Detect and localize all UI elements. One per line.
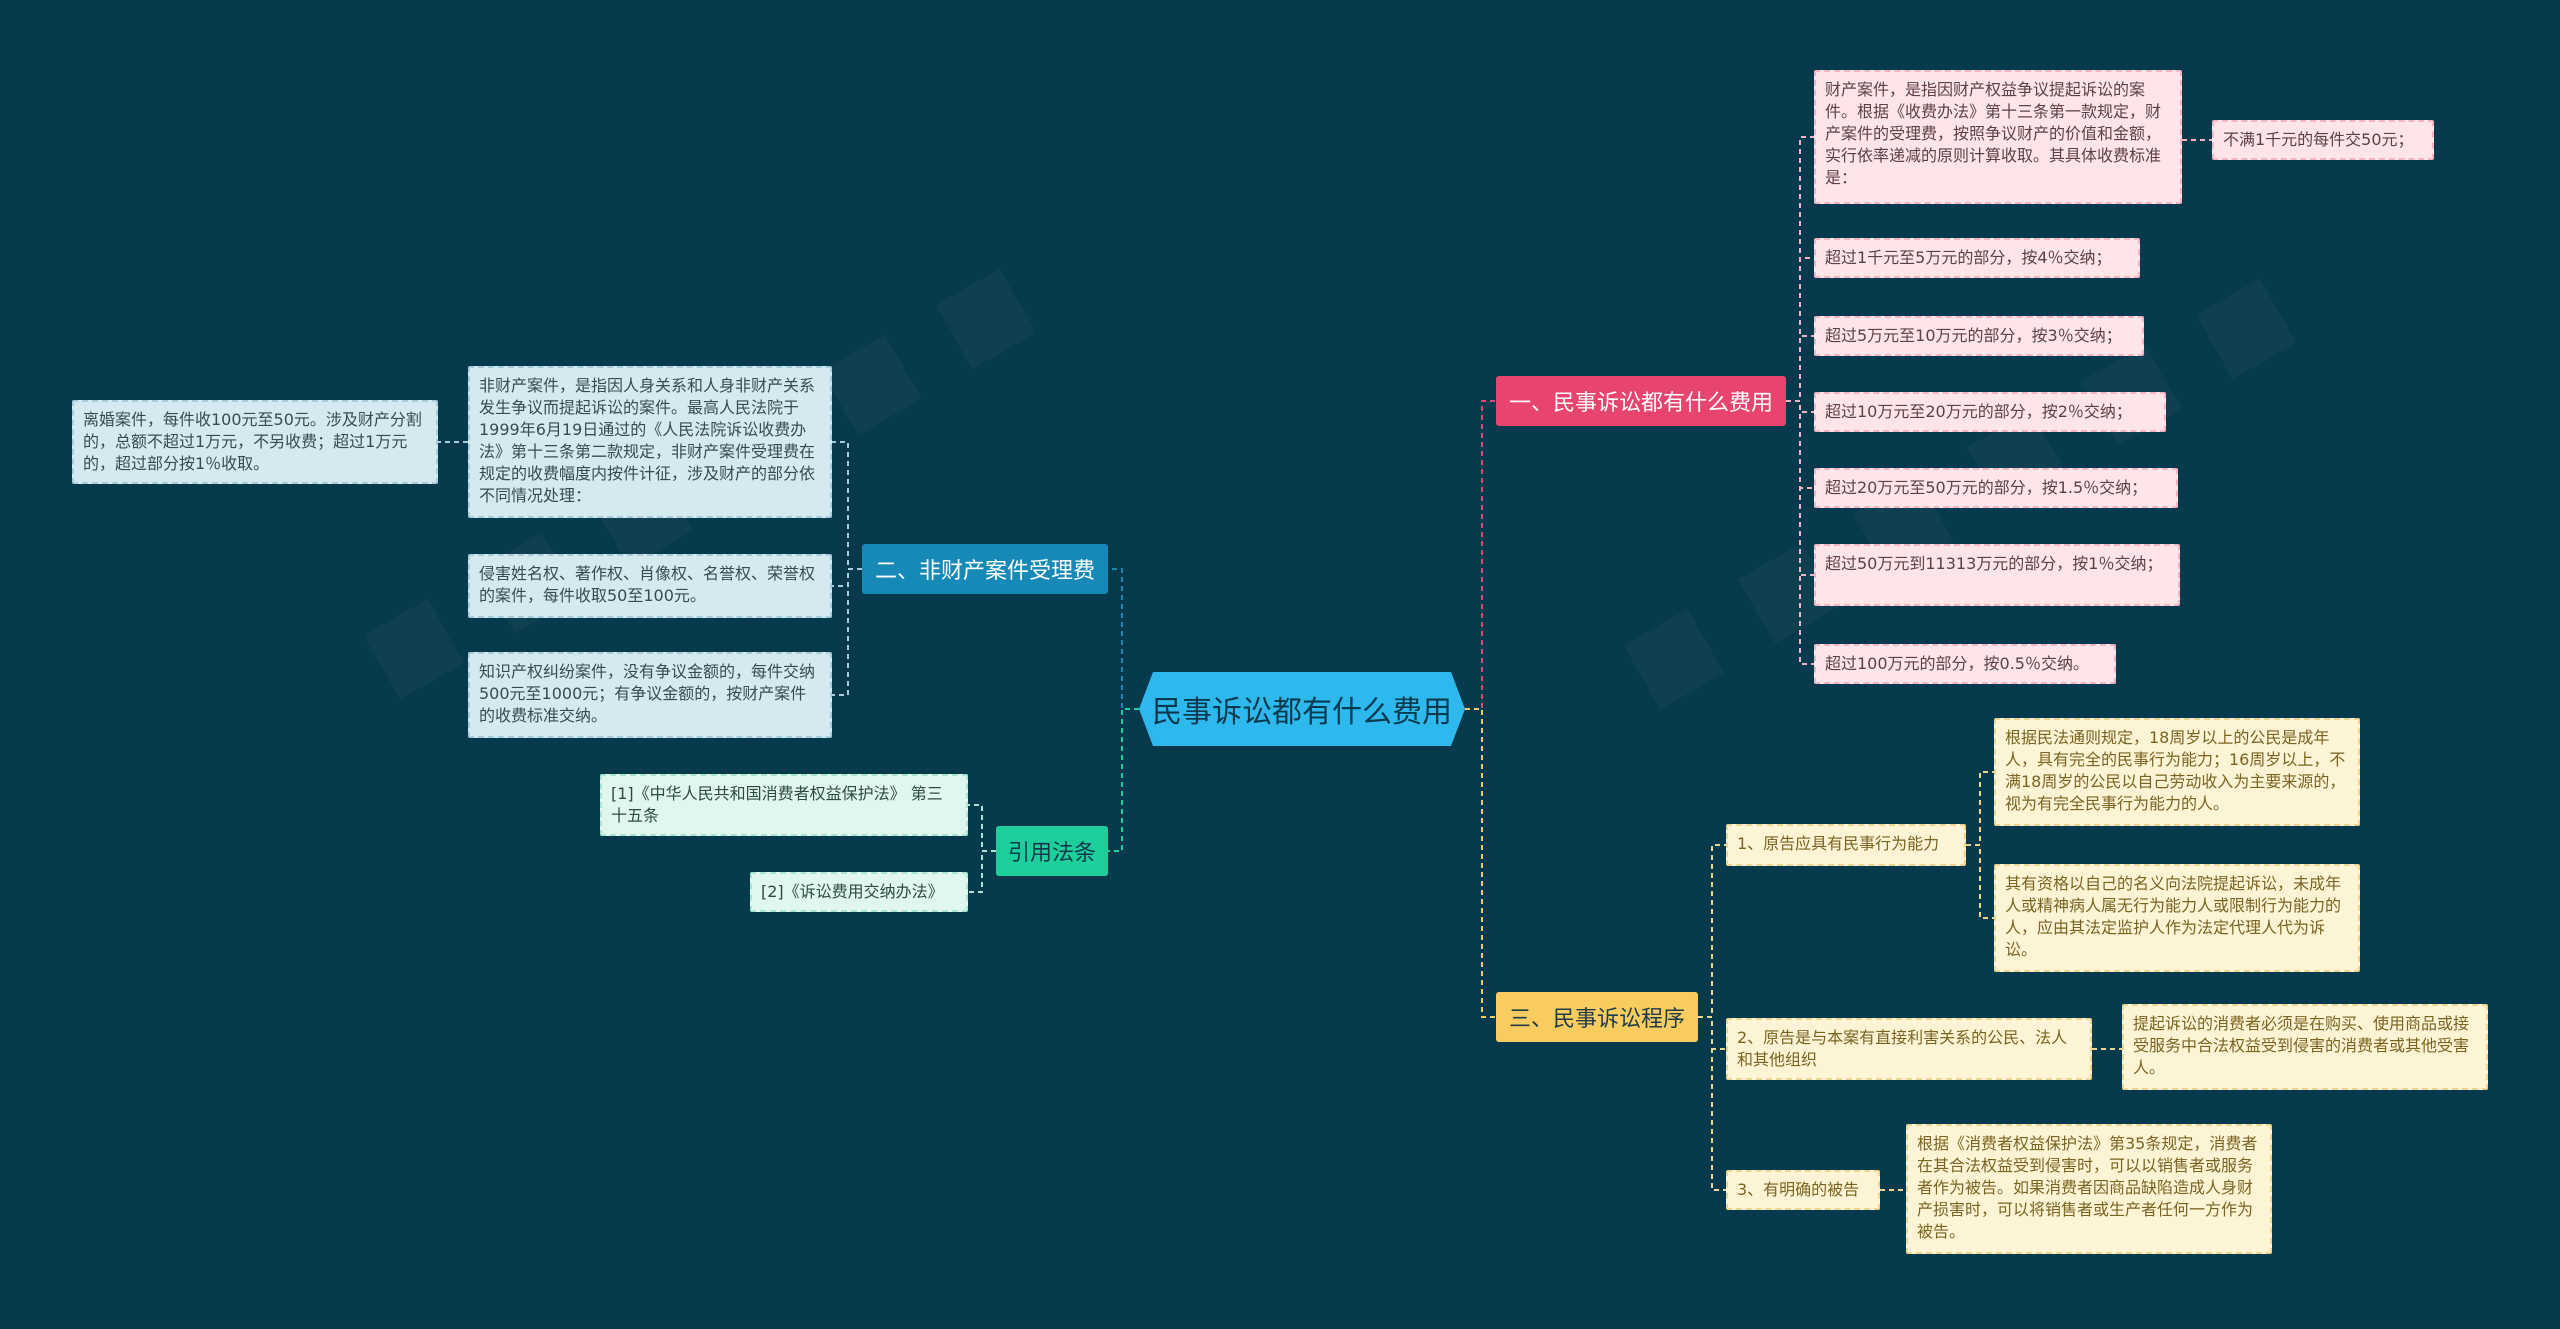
link-fees-item — [1786, 257, 1814, 402]
fees-item[interactable]: 超过20万元至50万元的部分，按1.5％交纳； — [1814, 468, 2178, 508]
procedure-child[interactable]: 根据《消费者权益保护法》第35条规定，消费者在其合法权益受到侵害时，可以以销售者… — [1906, 1124, 2272, 1254]
procedure-item[interactable]: 2、原告是与本案有直接利害关系的公民、法人和其他组织 — [1726, 1018, 2092, 1080]
link-citation-item — [968, 804, 996, 852]
fees-item[interactable]: 超过1千元至5万元的部分，按4％交纳； — [1814, 238, 2140, 278]
citation-item[interactable]: [2]《诉讼费用交纳办法》 — [750, 872, 968, 912]
link-root-fees — [1465, 400, 1496, 710]
link-root-citations — [1108, 708, 1139, 852]
link-procedure-item — [1698, 1016, 1726, 1191]
procedure-child[interactable]: 根据民法通则规定，18周岁以上的公民是成年人，具有完全的民事行为能力；16周岁以… — [1994, 718, 2360, 826]
nonproperty-intro-child[interactable]: 离婚案件，每件收100元至50元。涉及财产分割的，总额不超过1万元，不另收费；超… — [72, 400, 438, 484]
procedure-item[interactable]: 1、原告应具有民事行为能力 — [1726, 824, 1966, 866]
fees-intro-child[interactable]: 不满1千元的每件交50元； — [2212, 120, 2434, 160]
link-root-nonproperty — [1108, 568, 1139, 710]
link-nonproperty-item — [832, 441, 862, 570]
branch-nonproperty[interactable]: 二、非财产案件受理费 — [862, 544, 1108, 594]
nonproperty-item[interactable]: 侵害姓名权、著作权、肖像权、名誉权、荣誉权的案件，每件收取50至100元。 — [468, 554, 832, 618]
link-fees-item — [1786, 335, 1814, 402]
link-procedure-child — [1966, 844, 1994, 919]
link-procedure-item — [1698, 844, 1726, 1018]
citation-item[interactable]: [1]《中华人民共和国消费者权益保护法》 第三十五条 — [600, 774, 968, 836]
root-topic[interactable]: 民事诉讼都有什么费用 — [1139, 672, 1465, 746]
nonproperty-item[interactable]: 知识产权纠纷案件，没有争议金额的，每件交纳500元至1000元；有争议金额的，按… — [468, 652, 832, 738]
branch-citations[interactable]: 引用法条 — [996, 826, 1108, 876]
procedure-item[interactable]: 3、有明确的被告 — [1726, 1170, 1880, 1210]
link-citation-item — [968, 850, 996, 893]
branch-fees[interactable]: 一、民事诉讼都有什么费用 — [1496, 376, 1786, 426]
procedure-child[interactable]: 其有资格以自己的名义向法院提起诉讼，未成年人或精神病人属无行为能力人或限制行为能… — [1994, 864, 2360, 972]
fees-item[interactable]: 超过100万元的部分，按0.5％交纳。 — [1814, 644, 2116, 684]
link-root-procedure — [1465, 708, 1496, 1018]
link-fees-item — [1786, 400, 1814, 665]
procedure-child[interactable]: 提起诉讼的消费者必须是在购买、使用商品或接受服务中合法权益受到侵害的消费者或其他… — [2122, 1004, 2488, 1090]
fees-item[interactable]: 超过50万元到11313万元的部分，按1％交纳； — [1814, 544, 2180, 606]
fees-item[interactable]: 超过5万元至10万元的部分，按3％交纳； — [1814, 316, 2144, 356]
fees-item[interactable]: 超过10万元至20万元的部分，按2％交纳； — [1814, 392, 2166, 432]
link-procedure-child — [1966, 771, 1994, 846]
fees-intro[interactable]: 财产案件，是指因财产权益争议提起诉讼的案件。根据《收费办法》第十三条第一款规定，… — [1814, 70, 2182, 204]
nonproperty-intro[interactable]: 非财产案件，是指因人身关系和人身非财产关系发生争议而提起诉讼的案件。最高人民法院… — [468, 366, 832, 518]
branch-procedure[interactable]: 三、民事诉讼程序 — [1496, 992, 1698, 1042]
link-nonproperty-item — [832, 568, 862, 696]
